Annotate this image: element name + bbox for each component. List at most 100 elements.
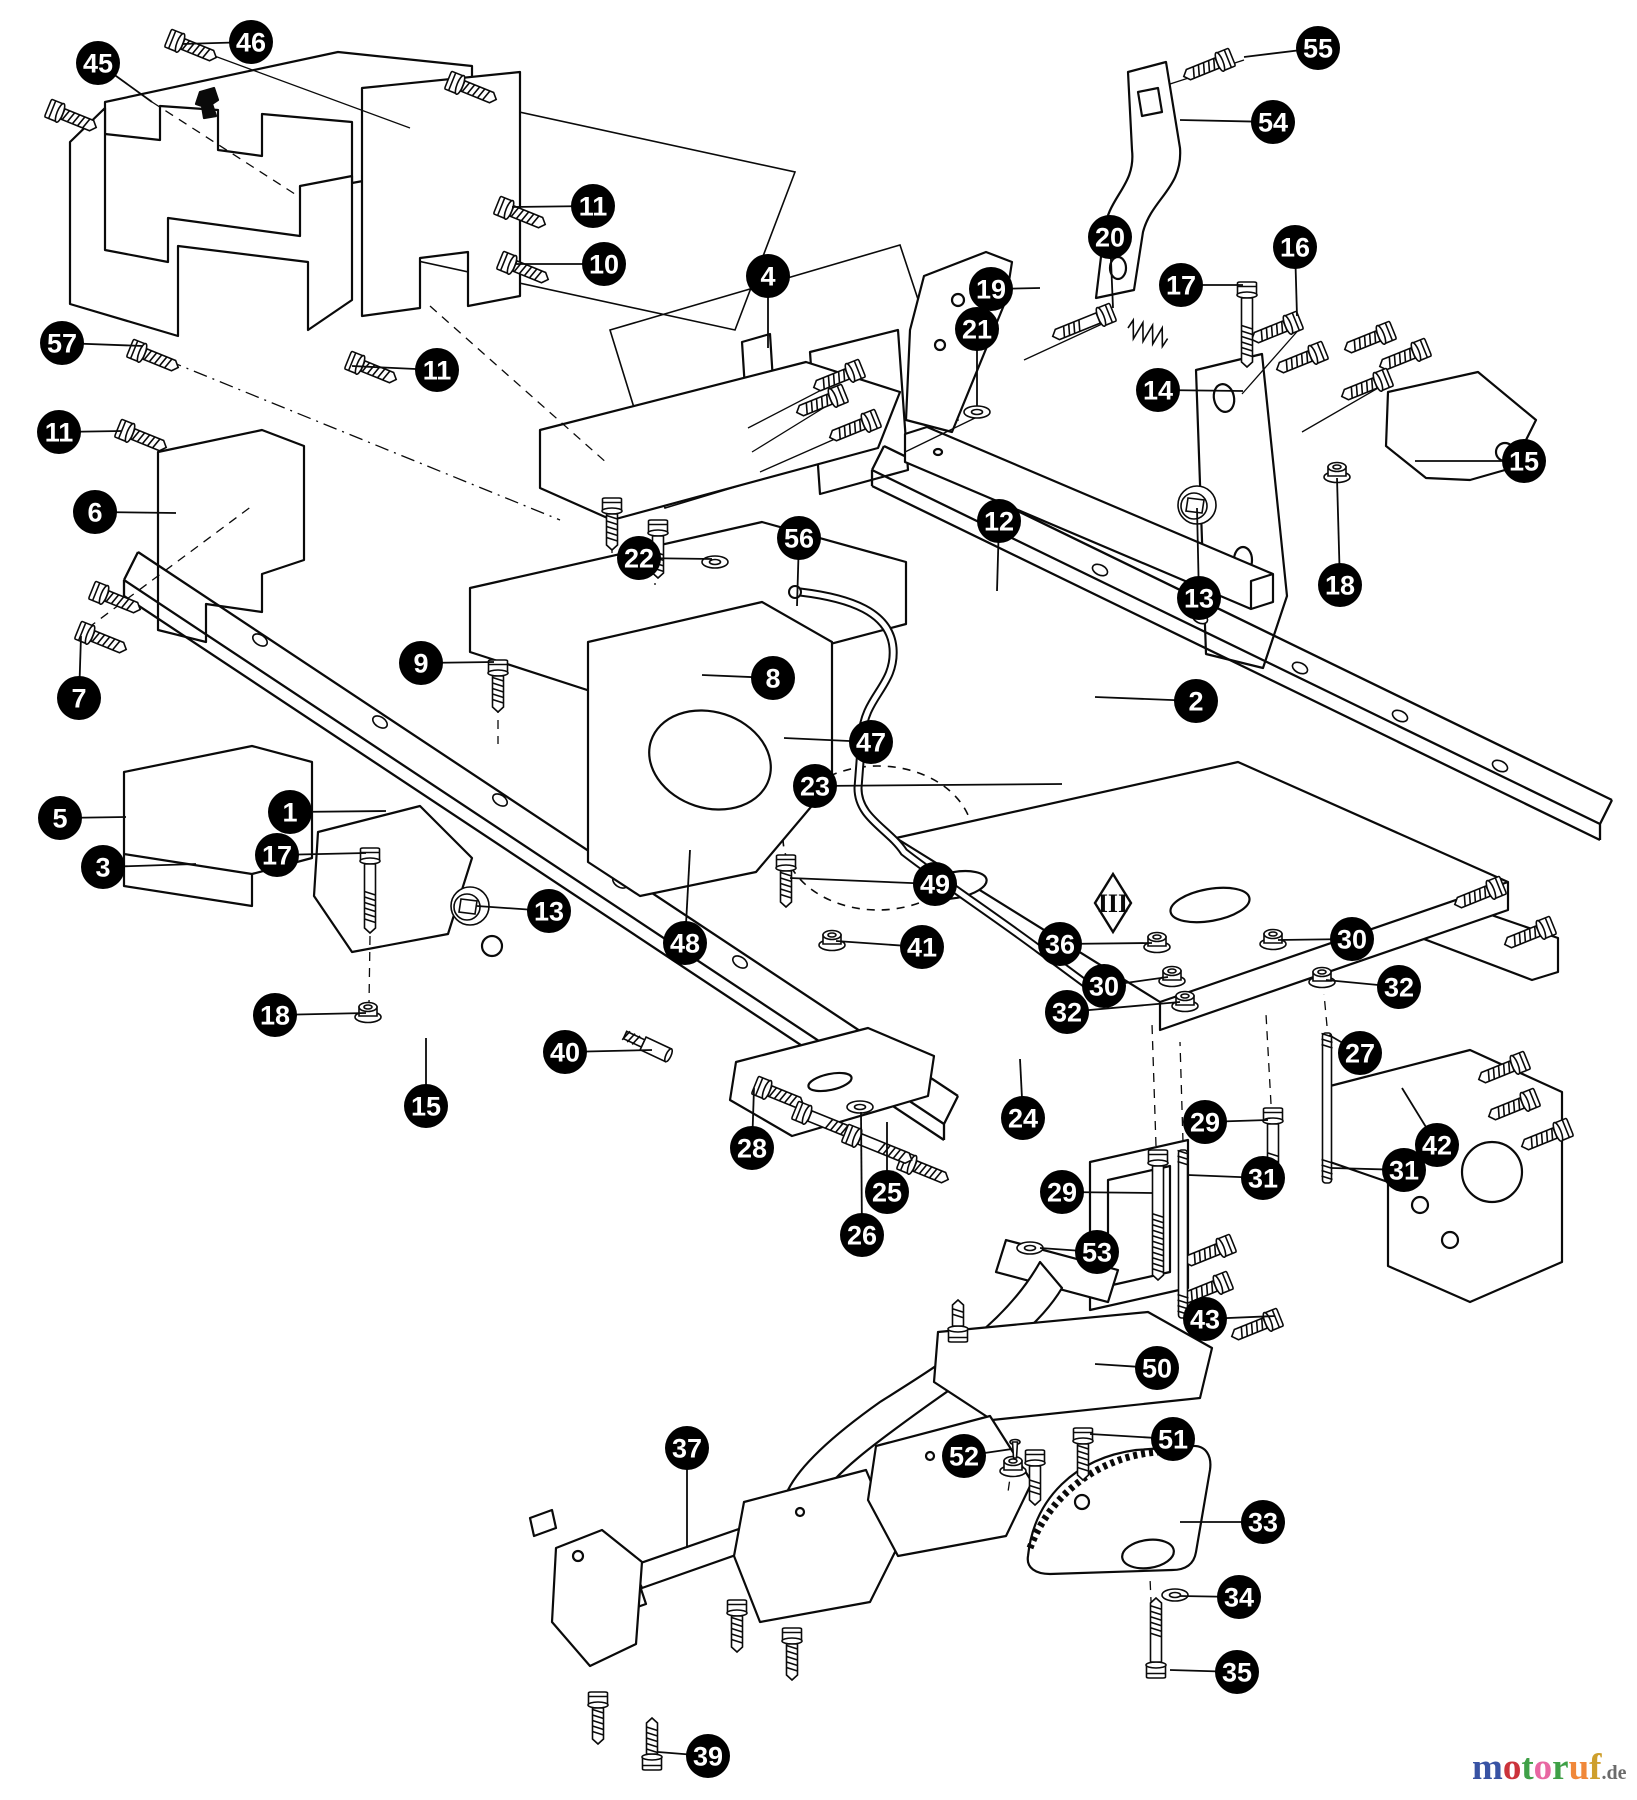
callout-number: 36 bbox=[1045, 930, 1075, 960]
hardware-screw-icon bbox=[444, 70, 498, 104]
callout-34: 34 bbox=[1179, 1575, 1261, 1619]
construction-line bbox=[151, 101, 299, 197]
callout-number: 32 bbox=[1052, 998, 1082, 1028]
decal-diamond-III: III bbox=[1093, 871, 1133, 935]
callout-number: 31 bbox=[1389, 1156, 1419, 1186]
callout-number: 23 bbox=[800, 772, 830, 802]
part-shaft-clevis bbox=[528, 1508, 558, 1538]
motoruf-letter: m bbox=[1472, 1747, 1503, 1788]
callout-bubble bbox=[686, 1734, 730, 1778]
hardware-washer-icon bbox=[1016, 1241, 1044, 1255]
callout-21: 21 bbox=[955, 307, 999, 406]
callout-40: 40 bbox=[543, 1030, 653, 1074]
callout-11: 11 bbox=[511, 184, 615, 228]
callout-number: 51 bbox=[1158, 1425, 1188, 1455]
callout-16: 16 bbox=[1273, 225, 1317, 317]
callout-bubble bbox=[1382, 1148, 1426, 1192]
hardware-screw-icon bbox=[126, 338, 180, 372]
callout-bubble bbox=[81, 845, 125, 889]
shaft-lever-hole bbox=[571, 1549, 585, 1563]
gear-33-hole-small bbox=[1073, 1493, 1091, 1511]
hardware-bolt-icon bbox=[947, 1298, 969, 1343]
motoruf-logo-suffix: .de bbox=[1601, 1762, 1627, 1784]
part-shaft-lever bbox=[550, 1528, 644, 1668]
gear-33-teeth bbox=[1026, 1448, 1181, 1550]
construction-line bbox=[368, 935, 371, 1005]
hardware-screw-icon bbox=[1072, 1427, 1094, 1482]
hardware-nut-icon bbox=[1308, 966, 1336, 989]
callout-bubble bbox=[955, 307, 999, 351]
callout-bubble bbox=[229, 20, 273, 64]
callout-number: 33 bbox=[1248, 1508, 1278, 1538]
callout-leader-line bbox=[814, 783, 1063, 787]
pedestal-loop bbox=[648, 709, 772, 811]
callout-number: 37 bbox=[672, 1434, 702, 1464]
callout-bubble bbox=[1177, 576, 1221, 620]
callout-bubble bbox=[1151, 1417, 1195, 1461]
callout-number: 56 bbox=[784, 524, 814, 554]
callout-32: 32 bbox=[1325, 965, 1421, 1009]
callout-31: 31 bbox=[1331, 1148, 1426, 1192]
shaft-plate-a-hole bbox=[794, 1506, 806, 1518]
callout-number: 18 bbox=[260, 1001, 290, 1031]
callout-22: 22 bbox=[617, 536, 713, 580]
callout-number: 13 bbox=[534, 897, 564, 927]
hardware-screw-icon bbox=[1453, 875, 1507, 909]
callout-bubble bbox=[942, 1434, 986, 1478]
callout-number: 47 bbox=[856, 728, 886, 758]
callout-number: 22 bbox=[624, 544, 654, 574]
callout-10: 10 bbox=[515, 242, 626, 286]
hardware-screw-icon bbox=[487, 659, 509, 714]
construction-line bbox=[1023, 317, 1116, 361]
callout-bubble bbox=[73, 490, 117, 534]
callout-bubble bbox=[1273, 225, 1317, 269]
construction-line bbox=[1179, 1041, 1184, 1143]
callout-number: 29 bbox=[1190, 1108, 1220, 1138]
callout-8: 8 bbox=[701, 656, 795, 700]
callout-number: 8 bbox=[765, 664, 780, 694]
callout-43: 43 bbox=[1183, 1297, 1276, 1341]
construction-line bbox=[429, 305, 609, 465]
hardware-screw-icon bbox=[1487, 1087, 1541, 1121]
callout-bubble bbox=[415, 348, 459, 392]
motoruf-letter: u bbox=[1568, 1747, 1590, 1788]
callout-number: 48 bbox=[670, 929, 700, 959]
motoruf-logo[interactable]: motoruf.de bbox=[1472, 1748, 1627, 1793]
callout-number: 46 bbox=[236, 28, 266, 58]
hardware-nut-icon bbox=[1143, 931, 1171, 954]
part-hanger-15-left bbox=[312, 804, 474, 954]
motoruf-letter: f bbox=[1589, 1747, 1602, 1788]
callout-bubble bbox=[76, 41, 120, 85]
callout-bubble bbox=[665, 1426, 709, 1470]
callout-number: 57 bbox=[47, 329, 77, 359]
callout-bubble bbox=[1135, 1346, 1179, 1390]
hardware-screw-icon bbox=[641, 1716, 663, 1771]
callout-bubble bbox=[404, 1084, 448, 1128]
callout-4: 4 bbox=[746, 254, 790, 348]
hardware-screw-icon bbox=[726, 1599, 748, 1654]
callout-19: 19 bbox=[969, 267, 1041, 311]
hardware-screw-icon bbox=[1343, 320, 1397, 354]
callout-32: 32 bbox=[1045, 990, 1181, 1034]
hardware-screw-icon bbox=[88, 580, 142, 614]
callout-bubble bbox=[1001, 1096, 1045, 1140]
callout-46: 46 bbox=[181, 20, 273, 64]
callout-bubble bbox=[1088, 215, 1132, 259]
callout-bubble bbox=[582, 242, 626, 286]
hardware-nut-icon bbox=[1171, 990, 1199, 1013]
hardware-screw-icon bbox=[164, 28, 218, 62]
callout-number: 15 bbox=[411, 1092, 441, 1122]
callout-number: 24 bbox=[1008, 1104, 1038, 1134]
callout-35: 35 bbox=[1169, 1650, 1259, 1694]
hardware-screw-icon bbox=[493, 195, 547, 229]
callout-bubble bbox=[1082, 964, 1126, 1008]
part-shaft-plate-b bbox=[866, 1414, 1034, 1558]
callout-number: 11 bbox=[579, 192, 608, 222]
callout-41: 41 bbox=[835, 925, 944, 969]
hardware-nut-icon bbox=[1158, 965, 1186, 988]
callout-bubble bbox=[253, 993, 297, 1037]
callout-number: 1 bbox=[282, 798, 297, 828]
callout-number: 18 bbox=[1325, 571, 1355, 601]
